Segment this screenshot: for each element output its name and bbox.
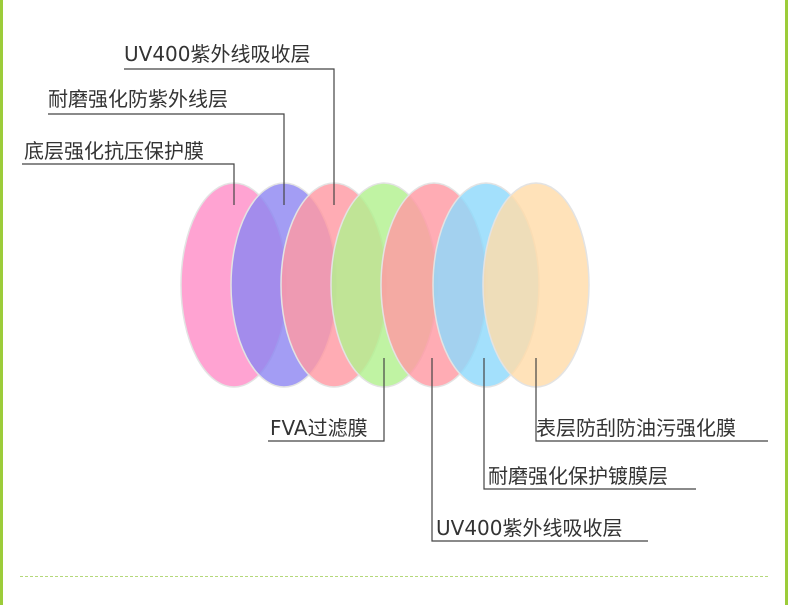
leader-line-3 bbox=[124, 68, 335, 205]
frame-left-border bbox=[0, 0, 3, 605]
bottom-dashed-divider bbox=[20, 576, 768, 577]
label-layer-1: 底层强化抗压保护膜 bbox=[24, 139, 204, 163]
frame-right-border bbox=[785, 0, 788, 605]
leader-line-6 bbox=[483, 358, 696, 490]
leader-line-5 bbox=[431, 358, 648, 542]
lens-layer-7 bbox=[482, 182, 590, 388]
label-layer-3: UV400紫外线吸收层 bbox=[124, 42, 311, 66]
leader-line-2 bbox=[48, 113, 285, 205]
leader-line-1 bbox=[22, 163, 235, 205]
label-layer-2: 耐磨强化防紫外线层 bbox=[48, 87, 228, 111]
label-layer-6: 耐磨强化保护镀膜层 bbox=[488, 464, 668, 488]
leader-line-7 bbox=[535, 358, 768, 442]
label-layer-5: UV400紫外线吸收层 bbox=[436, 516, 623, 540]
label-layer-4: FVA过滤膜 bbox=[270, 416, 368, 440]
label-layer-7: 表层防刮防油污强化膜 bbox=[536, 416, 736, 440]
leader-line-4 bbox=[268, 358, 385, 442]
